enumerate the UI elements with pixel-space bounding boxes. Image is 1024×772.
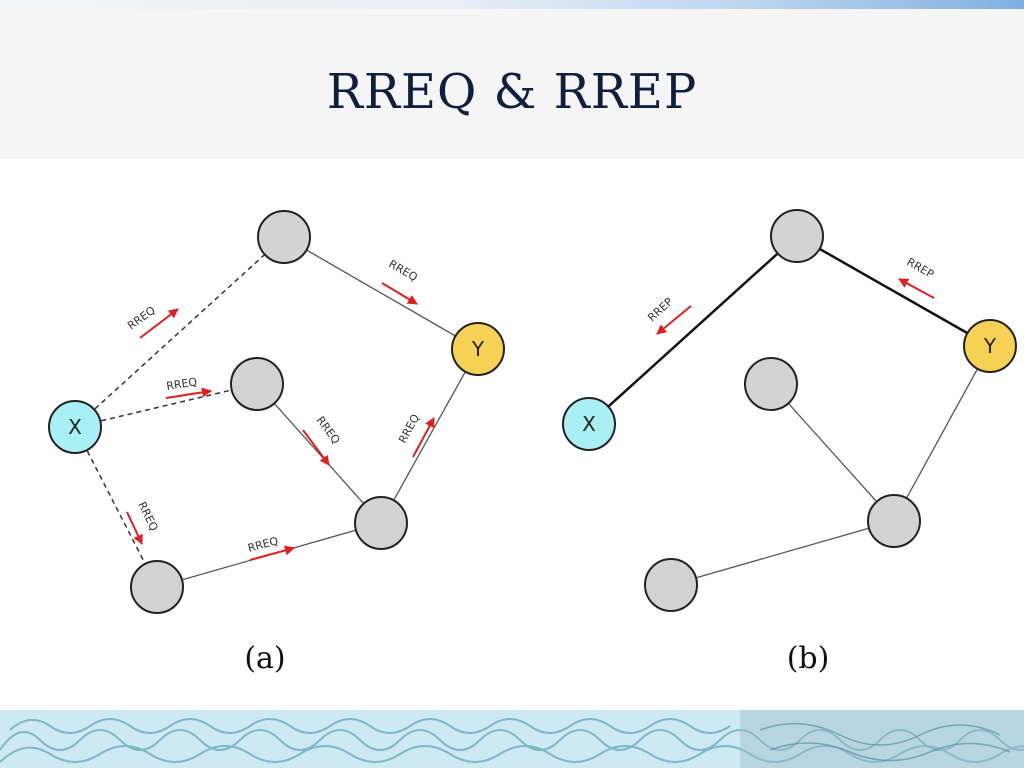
- link-x-middle: [74, 383, 258, 428]
- diagram-a: RREQ RREQ RREQ RREQ RREQ RREQ RREQ X Y (…: [48, 210, 505, 676]
- node-source-x: [562, 397, 616, 451]
- destination-node-label: Y: [471, 337, 485, 361]
- link-hub-y: [380, 348, 479, 524]
- rreq-label: RREQ: [314, 414, 343, 447]
- link-top-y: [283, 236, 479, 350]
- rrep-arrow-1: [656, 305, 692, 335]
- link-x-bottom: [74, 426, 158, 588]
- rreq-arrow-5: [302, 429, 330, 466]
- node-source-x: [48, 400, 102, 454]
- link-middle-hub: [770, 383, 895, 522]
- link-x-top: [74, 236, 285, 428]
- rreq-label: RREQ: [165, 375, 198, 393]
- rreq-arrow-7: [412, 417, 435, 458]
- diagram-b: RREP RREP X Y (b): [562, 209, 1017, 676]
- link-hub-y: [893, 345, 991, 522]
- wave-pattern-icon: [0, 710, 1024, 768]
- rrep-label: RREP: [645, 295, 675, 324]
- rreq-arrow-4: [249, 545, 295, 561]
- node-top: [770, 209, 824, 263]
- node-hub: [354, 496, 408, 550]
- caption-b: (b): [787, 641, 830, 676]
- caption-a: (a): [244, 641, 285, 676]
- rreq-arrow-3: [126, 511, 143, 545]
- node-destination-y: [963, 319, 1017, 373]
- rreq-arrow-2: [165, 387, 212, 399]
- node-hub: [867, 494, 921, 548]
- node-top: [257, 210, 311, 264]
- node-middle: [744, 357, 798, 411]
- rreq-arrow-1: [139, 308, 179, 339]
- rrep-label: RREP: [905, 255, 937, 281]
- route-top-y: [796, 234, 991, 348]
- rreq-label: RREQ: [396, 412, 422, 446]
- link-middle-hub: [256, 383, 382, 524]
- rreq-label: RREQ: [135, 500, 160, 534]
- rreq-arrow-6: [381, 282, 418, 305]
- source-node-label: X: [68, 415, 82, 439]
- node-bottom: [130, 560, 184, 614]
- top-accent-bar: [0, 0, 1024, 9]
- node-destination-y: [451, 322, 505, 376]
- destination-node-label: Y: [983, 334, 997, 358]
- link-bottom-hub: [670, 520, 895, 586]
- rreq-label: RREQ: [246, 534, 280, 555]
- route-x-top: [588, 235, 798, 425]
- rrep-arrow-2: [898, 278, 935, 299]
- page-title: RREQ & RREP: [326, 64, 698, 120]
- wave-banner: [0, 710, 1024, 768]
- rreq-label: RREQ: [387, 257, 421, 284]
- title-band: [0, 9, 1024, 159]
- node-bottom: [644, 558, 698, 612]
- source-node-label: X: [582, 412, 596, 436]
- routing-diagram: RREQ RREQ RREQ RREQ RREQ RREQ RREQ X Y (…: [48, 209, 1017, 676]
- node-middle: [230, 357, 284, 411]
